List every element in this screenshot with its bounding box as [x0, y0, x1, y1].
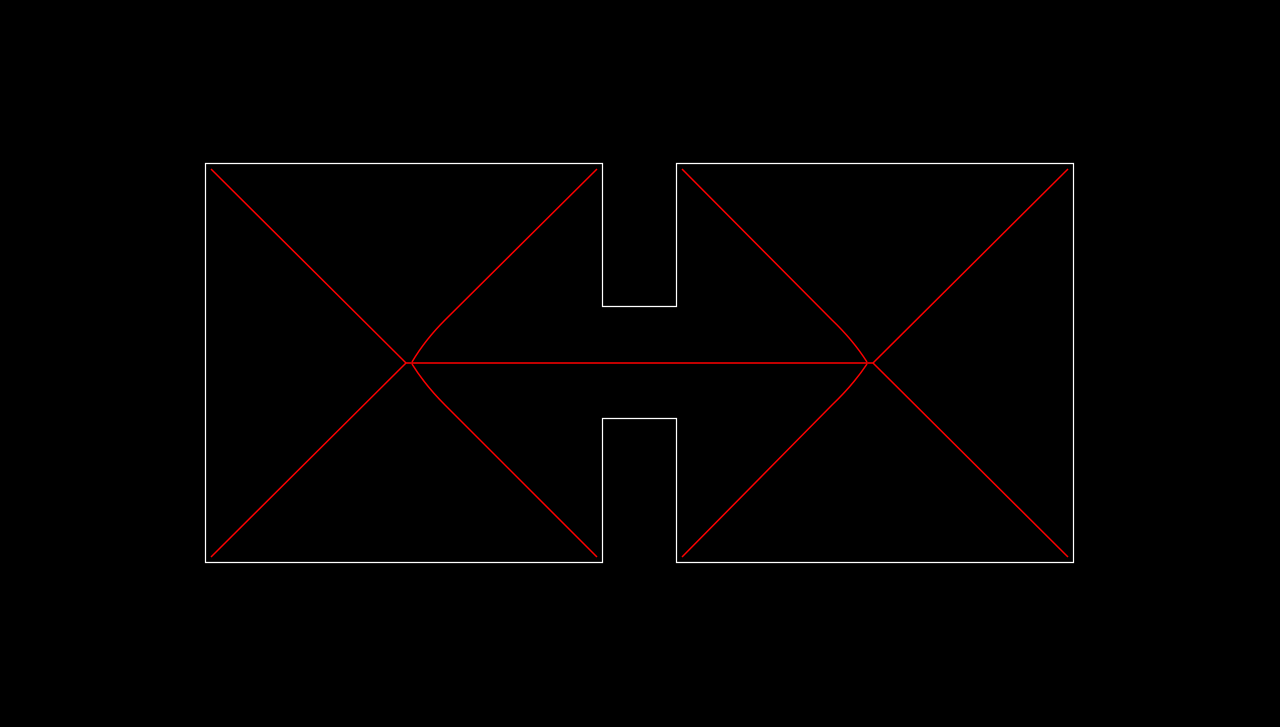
skeleton-left-bottom-right-branch [411, 363, 598, 558]
skeleton [210, 168, 1069, 558]
skeleton-left-top-left-branch [210, 168, 407, 364]
skeleton-left-bottom-left-branch [210, 362, 407, 558]
skeleton-right-top-right-branch [872, 168, 1069, 364]
skeleton-left-top-right-branch [411, 168, 598, 363]
polygon-outline [204, 162, 1075, 564]
skeleton-right-bottom-right-branch [872, 362, 1069, 558]
skeleton-right-top-left-branch [681, 168, 868, 363]
skeleton-right-bottom-left-branch [681, 363, 868, 558]
